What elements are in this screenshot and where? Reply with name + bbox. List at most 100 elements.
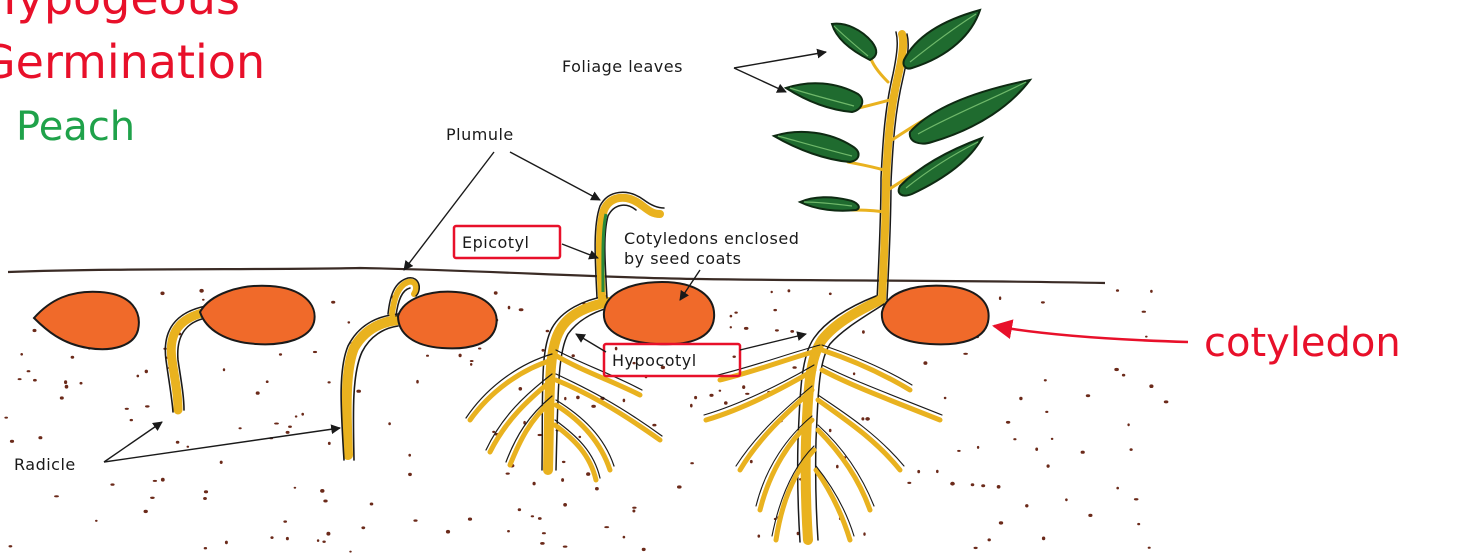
soil-dot: [1164, 400, 1169, 403]
soil-dot: [470, 360, 474, 362]
soil-dot: [1127, 423, 1129, 426]
soil-dot: [788, 289, 791, 292]
arrow-radicle-2: [104, 428, 340, 462]
soil-dot: [734, 312, 737, 314]
soil-dot: [595, 487, 599, 490]
soil-dot: [836, 465, 839, 469]
soil-dot: [160, 292, 164, 296]
soil-dot: [642, 548, 646, 551]
soil-dot: [677, 485, 682, 488]
soil-dot: [518, 508, 521, 511]
soil-dot: [349, 551, 351, 553]
soil-dot: [145, 405, 150, 407]
soil-dot: [130, 419, 133, 421]
soil-dot: [1013, 438, 1016, 440]
soil-dot: [95, 520, 98, 522]
soil-dot: [33, 329, 37, 332]
soil-dot: [446, 530, 450, 534]
arrow-plumule-2: [510, 152, 600, 200]
soil-dot: [286, 431, 290, 434]
soil-dot: [538, 517, 542, 520]
soil-dot: [508, 306, 511, 310]
soil-dot: [1065, 498, 1068, 501]
soil-dot: [862, 330, 865, 333]
label-radicle: Radicle: [14, 455, 76, 474]
soil-dot: [865, 417, 870, 421]
arrow-hypocotyl-2: [740, 334, 806, 350]
soil-dot: [790, 330, 794, 333]
soil-dot: [1148, 547, 1151, 549]
soil-dot: [1035, 448, 1038, 451]
soil-dot: [204, 490, 208, 493]
soil-dot: [963, 353, 968, 355]
soil-dot: [1122, 374, 1125, 377]
label-cotyledons-enclosed-2: by seed coats: [624, 249, 741, 268]
soil-dot: [356, 390, 361, 393]
soil-dot: [538, 434, 543, 436]
soil-dot: [1042, 537, 1045, 541]
soil-dot: [1019, 397, 1022, 400]
soil-dot: [18, 378, 22, 380]
soil-dot: [561, 478, 564, 482]
arrow-radicle-1: [104, 422, 162, 462]
soil-dot: [907, 482, 911, 484]
soil-dot: [408, 473, 412, 476]
stage-5-plant: [704, 10, 1030, 542]
soil-dot: [203, 497, 207, 500]
label-foliage-leaves: Foliage leaves: [562, 57, 683, 76]
title-line-1: Hypogeous: [0, 0, 240, 25]
soil-dot: [1047, 464, 1050, 467]
soil-dot: [348, 321, 351, 323]
soil-dot: [773, 309, 777, 311]
soil-dot: [202, 299, 205, 301]
soil-dot: [1088, 514, 1092, 517]
soil-dot: [730, 326, 732, 328]
arrow-cotyledon: [994, 326, 1188, 342]
soil-dot: [719, 390, 722, 392]
soil-dot: [468, 518, 472, 521]
soil-dot: [709, 394, 713, 397]
soil-dot: [370, 503, 374, 506]
soil-dot: [542, 532, 546, 534]
soil-dot: [999, 521, 1003, 524]
stage-2-seed-radicle: [165, 286, 314, 412]
soil-dot: [1114, 368, 1119, 371]
soil-dot: [288, 426, 292, 428]
soil-dot: [199, 289, 203, 293]
arrow-epicotyl: [562, 244, 598, 258]
soil-dot: [579, 436, 582, 438]
soil-dot: [161, 478, 165, 482]
soil-dot: [562, 461, 566, 463]
soil-dot: [519, 308, 524, 311]
soil-dot: [1025, 504, 1028, 507]
label-plumule: Plumule: [446, 125, 514, 144]
soil-dot: [1142, 311, 1146, 313]
label-cotyledons-enclosed-1: Cotyledons enclosed: [624, 229, 799, 248]
soil-dot: [145, 370, 148, 374]
soil-dot: [295, 415, 298, 417]
soil-dot: [470, 363, 472, 366]
label-hypocotyl: Hypocotyl: [612, 351, 697, 370]
soil-dot: [507, 530, 510, 532]
soil-dot: [317, 539, 319, 542]
soil-dot: [320, 489, 324, 493]
soil-dot: [144, 510, 148, 513]
soil-dot: [361, 526, 365, 529]
soil-dot: [71, 356, 75, 359]
soil-dot: [694, 396, 697, 399]
soil-dot: [563, 503, 567, 507]
soil-dot: [944, 397, 947, 399]
soil-dot: [564, 397, 566, 400]
soil-dot: [604, 526, 609, 528]
soil-dot: [313, 351, 317, 353]
soil-dot: [328, 381, 331, 383]
soil-dot: [1006, 421, 1010, 424]
soil-dot: [988, 538, 991, 541]
soil-dot: [936, 470, 939, 473]
soil-dot: [917, 470, 920, 473]
soil-dot: [328, 442, 331, 445]
soil-dot: [125, 408, 129, 410]
soil-dot: [110, 483, 114, 485]
soil-dot: [572, 354, 575, 357]
